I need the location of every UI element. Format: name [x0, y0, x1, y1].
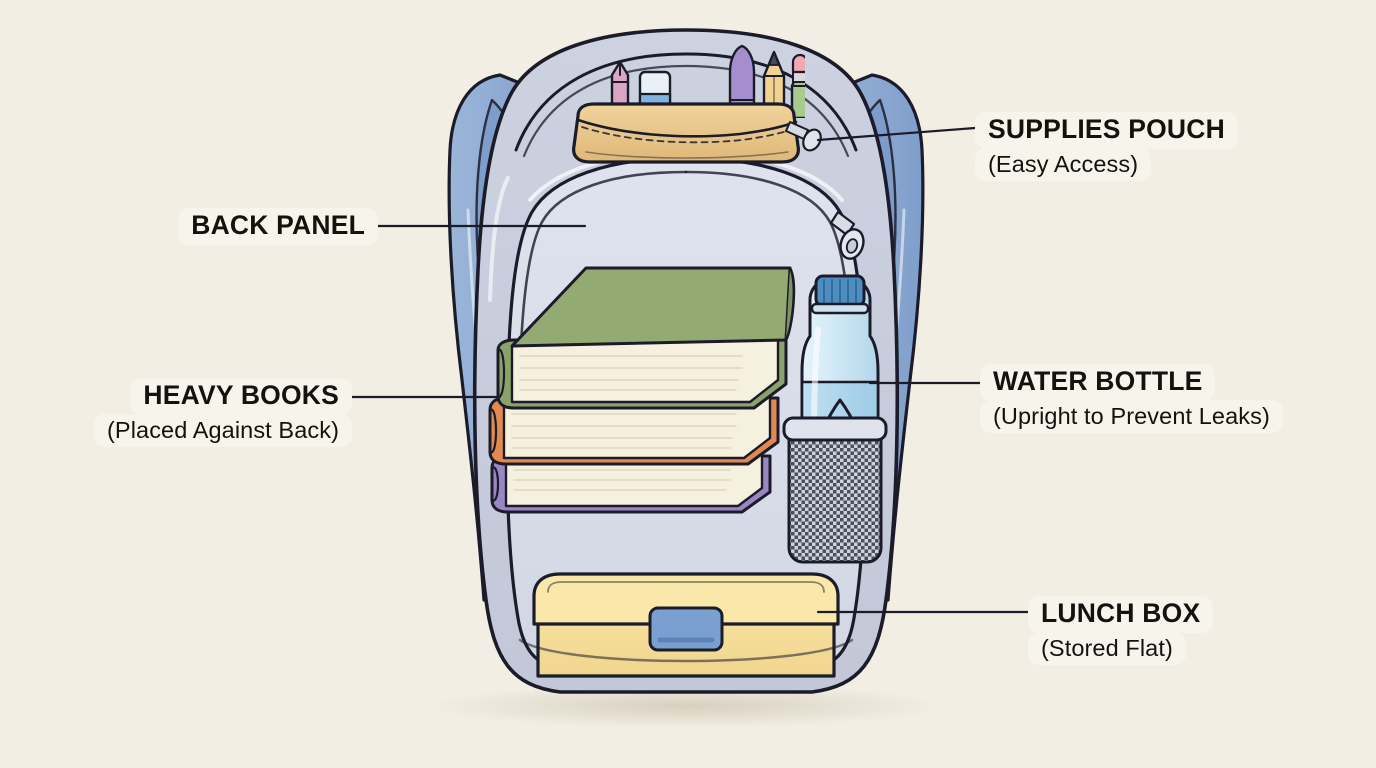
callout-supplies-pouch-title: SUPPLIES POUCH — [975, 112, 1238, 149]
callout-lunch-box-subtitle: (Stored Flat) — [1028, 631, 1186, 665]
pouch-zipper-line — [576, 118, 798, 138]
lunch-box — [532, 572, 840, 678]
leader-lines — [350, 126, 1030, 614]
lunchbox-latch — [648, 606, 724, 652]
callout-supplies-pouch-subtitle: (Easy Access) — [975, 147, 1152, 181]
yellow-pencil — [762, 50, 786, 118]
lunchbox-lid-crease — [547, 581, 825, 593]
pack-bottom-seam — [518, 638, 854, 663]
mesh-side-pocket — [782, 416, 888, 564]
pouch-stitching — [581, 126, 795, 144]
callout-heavy-books-title: HEAVY BOOKS — [130, 378, 352, 415]
callout-back-panel: BACK PANEL — [178, 208, 378, 245]
callout-back-panel-title: BACK PANEL — [178, 208, 378, 245]
ground-shadow — [428, 684, 944, 728]
callout-heavy-books-subtitle: (Placed Against Back) — [94, 413, 352, 447]
pouch-bottom-crease — [585, 151, 789, 159]
leader-supplies-pouch — [816, 126, 977, 142]
callout-heavy-books: HEAVY BOOKS (Placed Against Back) — [92, 378, 352, 447]
body-seam-highlight — [488, 176, 510, 302]
callout-lunch-box: LUNCH BOX (Stored Flat) — [1028, 596, 1214, 665]
compartment-zipper-left — [518, 170, 688, 374]
green-book — [496, 266, 796, 410]
lid-seam-inner — [522, 64, 850, 158]
lid-seam-outer — [514, 52, 858, 152]
bottle-cap — [814, 274, 866, 308]
zipper-pull — [829, 210, 865, 260]
pocket-band — [782, 416, 888, 442]
pouch-zipper-pull — [785, 121, 822, 152]
callout-water-bottle-subtitle: (Upright to Prevent Leaks) — [980, 399, 1283, 433]
callout-water-bottle: WATER BOTTLE (Upright to Prevent Leaks) — [980, 364, 1283, 433]
green-pencil-with-eraser — [790, 53, 805, 118]
supplies-pouch — [572, 102, 822, 164]
bottle-collar — [810, 302, 870, 315]
callout-lunch-box-title: LUNCH BOX — [1028, 596, 1214, 633]
callout-water-bottle-title: WATER BOTTLE — [980, 364, 1216, 401]
callout-supplies-pouch: SUPPLIES POUCH (Easy Access) — [975, 112, 1238, 181]
book-stack — [488, 266, 796, 514]
lunchbox-lid — [532, 572, 840, 626]
